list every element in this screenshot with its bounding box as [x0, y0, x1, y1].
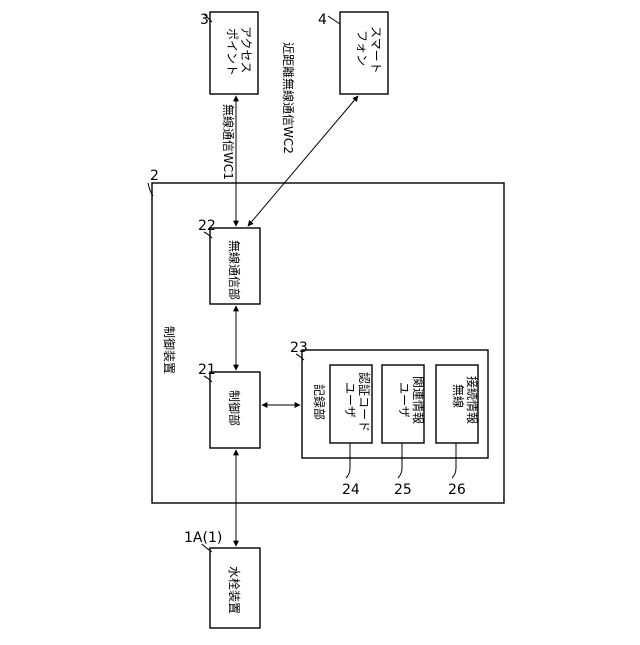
- link-wc1-label-group: 無線通信WC1: [221, 104, 236, 180]
- faucet-device-ref: 1A(1): [184, 530, 222, 546]
- link-wc1-label: 無線通信WC1: [221, 104, 236, 180]
- recording-unit-ref: 23: [290, 340, 308, 356]
- user-related-info-label-group: ユーザ 関連情報: [397, 376, 425, 424]
- user-auth-code-ref: 24: [342, 482, 360, 498]
- user-related-info-line2: 関連情報: [411, 376, 425, 424]
- control-device-label-group: 制御装置: [162, 326, 177, 374]
- faucet-device-label-group: 水栓装置: [227, 566, 242, 614]
- smartphone-line1: スマート: [369, 26, 383, 74]
- wireless-conn-info-line2: 接続情報: [465, 376, 480, 424]
- user-auth-code-line1: ユーザ: [343, 382, 357, 418]
- wireless-conn-info-ref: 26: [448, 482, 466, 498]
- control-unit-ref: 21: [198, 362, 216, 378]
- access-point-line1: アクセス: [239, 26, 253, 73]
- wireless-comm-unit-ref: 22: [198, 218, 216, 234]
- recording-unit-label: 記録部: [312, 384, 327, 420]
- link-wc2-label-group: 近距離無線通信WC2: [281, 42, 296, 154]
- smartphone-leader: [328, 16, 340, 24]
- wireless-comm-unit-label: 無線通信部: [227, 240, 242, 300]
- control-unit-label: 制御部: [227, 390, 242, 426]
- control-device-label: 制御装置: [162, 326, 177, 374]
- wireless-conn-info-line1: 無線: [451, 384, 466, 408]
- user-related-info-line1: ユーザ: [397, 382, 411, 418]
- control-unit-label-group: 制御部: [227, 390, 242, 426]
- faucet-device-label: 水栓装置: [227, 566, 242, 614]
- control-device-ref: 2: [150, 168, 159, 184]
- access-point-label-group: アクセス ポイント: [225, 26, 253, 76]
- user-auth-code-line2: 認証コード: [357, 372, 372, 432]
- recording-unit-label-group: 記録部: [312, 384, 327, 420]
- link-wc2-label: 近距離無線通信WC2: [281, 42, 296, 154]
- smartphone-ref: 4: [318, 12, 327, 28]
- access-point-line2: ポイント: [225, 28, 239, 76]
- wireless-comm-unit-label-group: 無線通信部: [227, 240, 242, 300]
- user-related-info-ref: 25: [394, 482, 412, 498]
- smartphone-line2: フォン: [355, 30, 369, 66]
